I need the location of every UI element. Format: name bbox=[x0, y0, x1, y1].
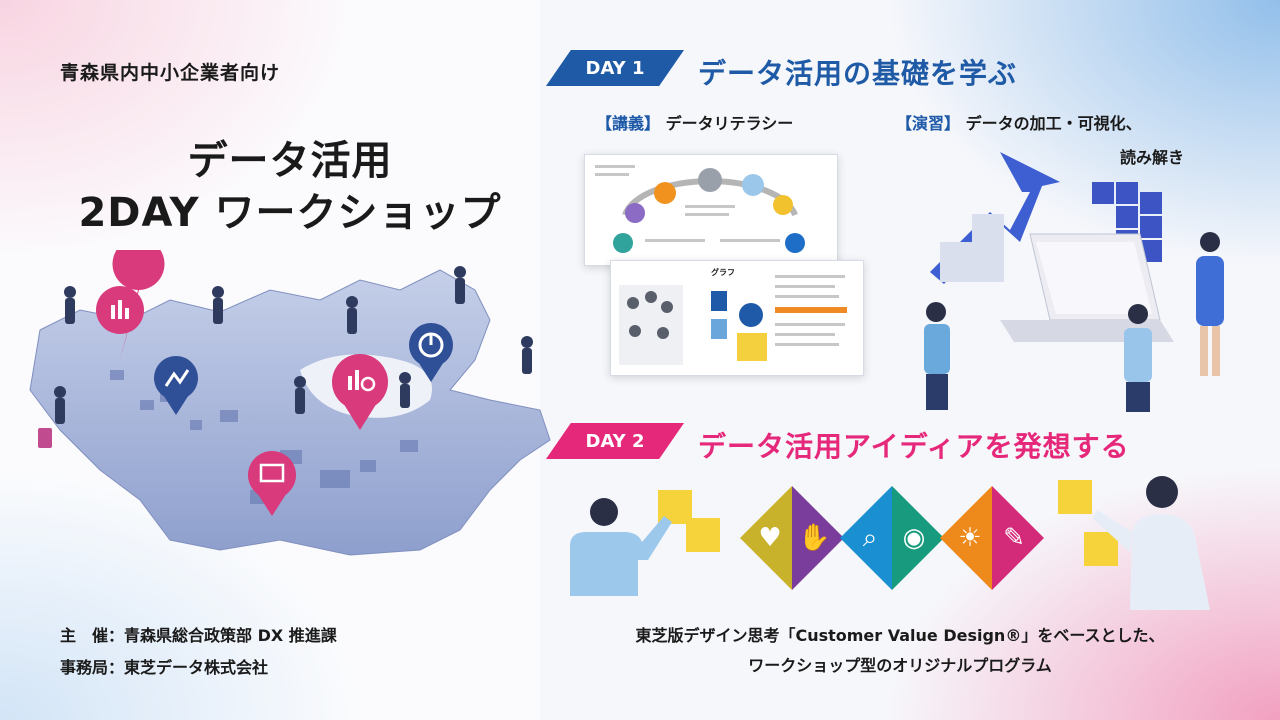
day2-heading: データ活用アイディアを発想する bbox=[698, 430, 1130, 463]
person-with-sticky-notes-left bbox=[570, 490, 720, 596]
target-audience-subtitle: 青森県内中小企業者向け bbox=[60, 62, 281, 84]
data-visualization-illustration bbox=[924, 152, 1224, 412]
person-middle bbox=[1124, 304, 1152, 412]
diamond-observe: ⌕ ◉ bbox=[840, 486, 944, 590]
person-left bbox=[924, 302, 950, 410]
pin-analysis-icon bbox=[332, 354, 388, 430]
pin-bar-chart-icon bbox=[96, 250, 165, 360]
program-description-line2: ワークショップ型のオリジナルプログラム bbox=[748, 656, 1052, 675]
organizer-line: 主 催：青森県総合政策部 DX 推進課 bbox=[60, 626, 337, 645]
heart-icon: ♥ bbox=[758, 523, 782, 553]
pin-line-chart-icon bbox=[154, 356, 198, 415]
pin-pie-chart-icon bbox=[409, 323, 453, 382]
exercise-text-line2: 読み解き bbox=[1120, 148, 1185, 167]
secretariat-line: 事務局：東芝データ株式会社 bbox=[60, 658, 269, 677]
lecture-slide-1 bbox=[584, 154, 838, 266]
day1-tag: DAY 1 bbox=[546, 50, 684, 86]
diamond-ideate: ☀ ✎ bbox=[940, 486, 1044, 590]
eye-icon: ◉ bbox=[902, 523, 926, 553]
workshop-title-line2: 2DAY ワークショップ bbox=[78, 190, 502, 236]
workshop-title-line1: データ活用 bbox=[187, 138, 393, 184]
lightbulb-icon: ☀ bbox=[958, 523, 982, 553]
exercise-bracket: 【演習】 bbox=[896, 114, 961, 133]
day2-tag: DAY 2 bbox=[546, 423, 684, 459]
pin-presentation-icon bbox=[248, 451, 296, 516]
person-right bbox=[1196, 232, 1224, 376]
lecture-bracket: 【講義】 bbox=[596, 114, 661, 133]
aomori-map-illustration bbox=[29, 250, 551, 556]
program-description-line1: 東芝版デザイン思考「Customer Value Design®」をベースとした… bbox=[635, 626, 1165, 645]
person-with-sticky-notes-right bbox=[1058, 476, 1210, 610]
slide2-title: グラフ bbox=[711, 268, 735, 277]
diamond-empathy: ♥ ✋ bbox=[740, 486, 844, 590]
lecture-slide-2: グラフ bbox=[610, 260, 864, 376]
wrench-icon: ✎ bbox=[1003, 523, 1025, 553]
magnifier-icon: ⌕ bbox=[862, 523, 878, 553]
handshake-icon: ✋ bbox=[798, 523, 831, 553]
lecture-label: 【講義】 データリテラシー bbox=[596, 110, 793, 134]
exercise-label: 【演習】 データの加工・可視化、 bbox=[896, 110, 1142, 134]
lecture-text: データリテラシー bbox=[665, 114, 794, 133]
day1-heading: データ活用の基礎を学ぶ bbox=[698, 57, 1018, 90]
exercise-text-line1: データの加工・可視化、 bbox=[965, 114, 1142, 133]
